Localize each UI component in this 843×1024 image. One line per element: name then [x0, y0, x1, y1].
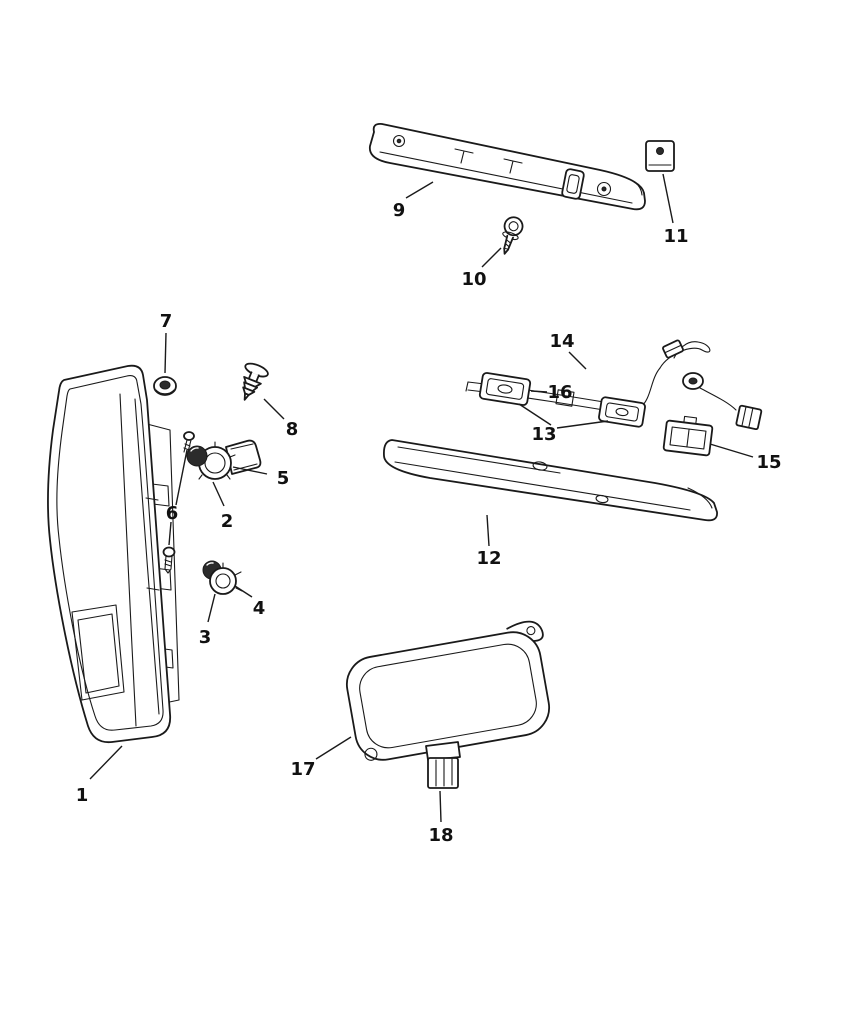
- callout-3-label: 3: [199, 627, 212, 648]
- lamp-socket-rear: [598, 396, 646, 428]
- bulb: [186, 445, 208, 467]
- lamp-module: [345, 620, 551, 789]
- callout-18: 18: [428, 790, 454, 846]
- callout-8-label: 8: [286, 419, 299, 440]
- callout-5-label: 5: [277, 468, 290, 489]
- grommet-nut: [153, 376, 177, 396]
- callout-5: 5: [232, 466, 290, 489]
- retainer-clip: [645, 140, 675, 172]
- callout-18-label: 18: [428, 825, 453, 846]
- harness-connector: [662, 415, 714, 457]
- wiring-harness: [465, 339, 763, 431]
- callout-9: 9: [393, 181, 434, 221]
- callout-15-label: 15: [756, 452, 781, 473]
- callout-11: 11: [662, 173, 689, 247]
- callout-9-label: 9: [393, 200, 406, 221]
- harness-bracket: [555, 389, 575, 407]
- callout-8: 8: [263, 398, 299, 440]
- bulb-socket-assembly: [186, 439, 262, 480]
- push-pin-retainer: [242, 362, 269, 401]
- callout-2-label: 2: [221, 511, 234, 532]
- callout-17-label: 17: [290, 759, 315, 780]
- callout-13: 13: [518, 403, 609, 445]
- callout-4: 4: [234, 585, 266, 619]
- callout-6-label: 6: [166, 503, 179, 524]
- callout-1: 1: [76, 745, 123, 806]
- callout-4-label: 4: [253, 598, 266, 619]
- screw-fastener: [502, 216, 524, 255]
- callout-12: 12: [476, 514, 502, 569]
- callout-7-label: 7: [160, 311, 173, 332]
- callout-1-label: 1: [76, 785, 89, 806]
- harness-end-connector: [735, 404, 763, 431]
- callout-17: 17: [290, 736, 352, 780]
- module-connector: [425, 741, 461, 789]
- callout-2: 2: [212, 481, 234, 532]
- callout-12-label: 12: [476, 548, 501, 569]
- lamp-socket-front: [478, 372, 532, 406]
- screw-lower: [162, 546, 176, 574]
- callout-11-label: 11: [663, 226, 688, 247]
- high-mount-stop-lamp: [368, 123, 646, 211]
- bulb-socket-small: [202, 560, 243, 595]
- callout-6: 6: [166, 449, 188, 546]
- callout-3: 3: [199, 593, 216, 648]
- tail-lamp-assembly: [46, 364, 180, 744]
- callout-10-label: 10: [461, 269, 486, 290]
- screw-upper: [183, 431, 195, 453]
- callout-14-label: 14: [549, 331, 574, 352]
- callout-15: 15: [709, 443, 782, 473]
- callout-7: 7: [160, 311, 173, 374]
- callout-13-label: 13: [531, 424, 556, 445]
- callout-10: 10: [461, 247, 502, 290]
- callouts: 1 2 3 4 5 6 7 8: [76, 173, 782, 846]
- callout-16: 16: [530, 382, 573, 403]
- callout-14: 14: [549, 331, 587, 370]
- harness-clip: [662, 339, 684, 359]
- callout-16-label: 16: [547, 382, 572, 403]
- license-lamp-applique: [383, 439, 718, 522]
